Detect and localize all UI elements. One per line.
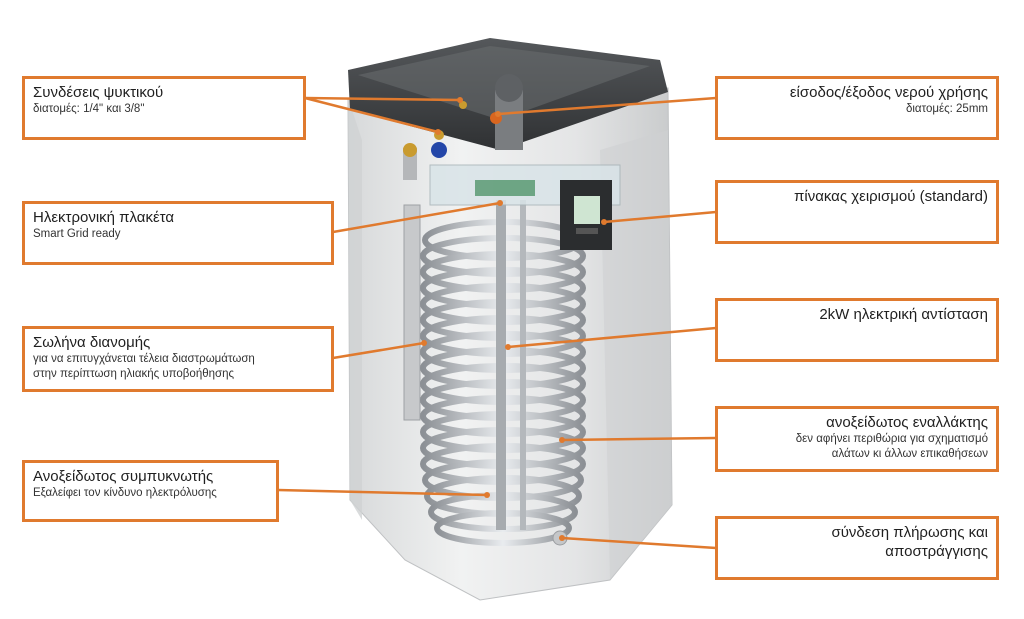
callout-subtitle: Smart Grid ready: [33, 228, 121, 240]
callout-title: Σωλήνα διανομής: [33, 334, 151, 351]
callout-condenser: Ανοξείδωτος συμπυκνωτής Εξαλείφει τον κί…: [22, 460, 279, 522]
callout-refrigerant-connections: Συνδέσεις ψυκτικού διατομές: 1/4" και 3/…: [22, 76, 306, 140]
callout-electronic-board: Ηλεκτρονική πλακέτα Smart Grid ready: [22, 201, 334, 265]
distribution-pipe: [403, 204, 421, 421]
callout-fill-drain: σύνδεση πλήρωσης και αποστράγγισης: [715, 516, 999, 580]
callout-subtitle: διατομές: 1/4" και 3/8": [33, 103, 145, 115]
callout-subtitle: διατομές: 25mm: [905, 103, 988, 115]
callout-heater: 2kW ηλεκτρική αντίσταση: [715, 298, 999, 362]
callout-title-line1: σύνδεση πλήρωσης και: [831, 524, 988, 541]
callout-title: είσοδος/έξοδος νερού χρήσης: [789, 84, 988, 101]
callout-title: πίνακας χειρισμού (standard): [794, 188, 988, 205]
callout-exchanger: ανοξείδωτος εναλλάκτης δεν αφήνει περιθώ…: [715, 406, 999, 472]
callout-title: Συνδέσεις ψυκτικού: [33, 84, 164, 101]
callout-title-line2: αποστράγγισης: [885, 543, 988, 560]
callout-subtitle-line1: για να επιτυγχάνεται τέλεια διαστρωμάτωσ…: [33, 353, 255, 365]
callout-water-io: είσοδος/έξοδος νερού χρήσης διατομές: 25…: [715, 76, 999, 140]
callout-subtitle-line2: στην περίπτωση ηλιακής υποβοήθησης: [33, 368, 235, 380]
callout-title: Ανοξείδωτος συμπυκνωτής: [33, 468, 214, 485]
callout-subtitle: Εξαλείφει τον κίνδυνο ηλεκτρόλυσης: [33, 487, 217, 499]
control-panel-device: [560, 180, 612, 250]
callout-title: ανοξείδωτος εναλλάκτης: [826, 414, 988, 431]
callout-title: 2kW ηλεκτρική αντίσταση: [819, 306, 988, 323]
leader-lines: [277, 96, 717, 550]
callout-distribution-pipe: Σωλήνα διανομής για να επιτυγχάνεται τέλ…: [22, 326, 334, 392]
callout-subtitle-line2: αλάτων κι άλλων επικαθήσεων: [831, 448, 988, 460]
electric-heater-rod: [496, 200, 526, 530]
callout-subtitle-line1: δεν αφήνει περιθώρια για σχηματισμό: [795, 433, 988, 445]
callout-title: Ηλεκτρονική πλακέτα: [33, 209, 175, 226]
callout-control-panel: πίνακας χειρισμού (standard): [715, 180, 999, 244]
leader-dots: [421, 97, 607, 541]
